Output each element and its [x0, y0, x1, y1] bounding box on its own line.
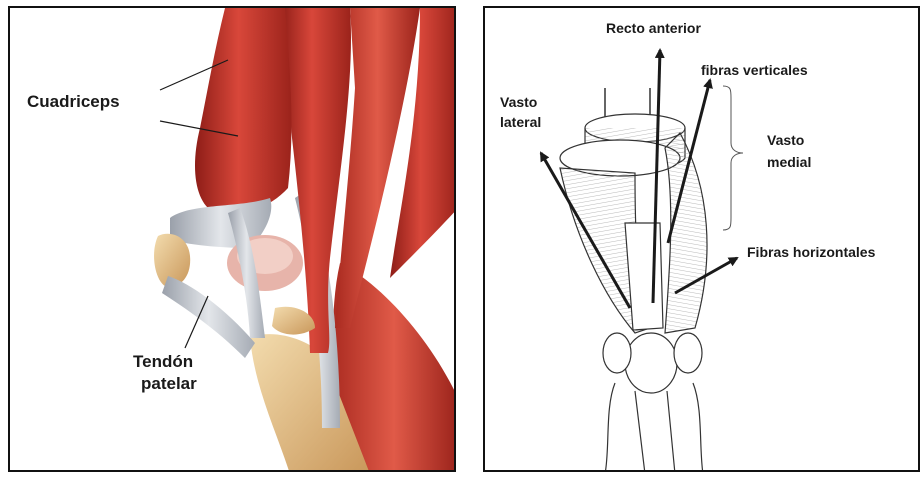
quadriceps-diagram-panel: Recto anterior fibras verticales Vasto l…	[483, 6, 920, 472]
quadriceps-label: Cuadriceps	[27, 92, 120, 112]
knee-muscle-illustration	[10, 8, 456, 472]
vasto-lateral-label-line1: Vasto	[500, 94, 537, 110]
vasto-medial-label-line1: Vasto	[767, 132, 804, 148]
patellar-tendon	[162, 276, 255, 358]
vastus-medialis-bracket	[723, 86, 743, 230]
patella	[625, 333, 677, 393]
patellar-tendon-label-line1: Tendón	[133, 352, 193, 372]
fibras-verticales-label: fibras verticales	[701, 62, 808, 78]
knee-anatomy-illustration-panel: Cuadriceps Tendón patelar	[8, 6, 456, 472]
vasto-medial-label-line2: medial	[767, 154, 811, 170]
recto-anterior-label: Recto anterior	[606, 20, 701, 36]
patellar-ligament	[635, 391, 675, 472]
quadriceps-muscle	[195, 8, 291, 214]
fibras-horizontales-label: Fibras horizontales	[747, 244, 875, 260]
vasto-lateral-label-line2: lateral	[500, 114, 541, 130]
tibia-outline	[605, 383, 703, 472]
patellar-tendon-label-line2: patelar	[141, 374, 197, 394]
